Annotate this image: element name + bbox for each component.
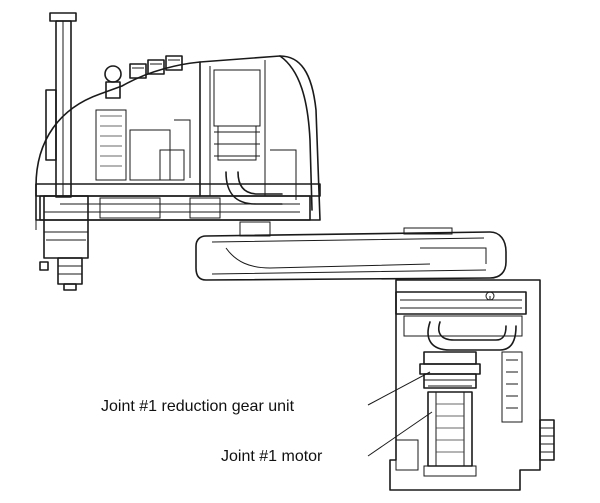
reduction-gear-label: Joint #1 reduction gear unit (101, 398, 295, 415)
leader-line-motor (367, 411, 433, 457)
arm1 (195, 221, 507, 281)
motor-label: Joint #1 motor (221, 448, 323, 465)
leader-line-gear (367, 371, 431, 406)
robot-base (389, 279, 555, 491)
arm2-cover (35, 55, 321, 230)
spline-shaft (39, 12, 89, 291)
